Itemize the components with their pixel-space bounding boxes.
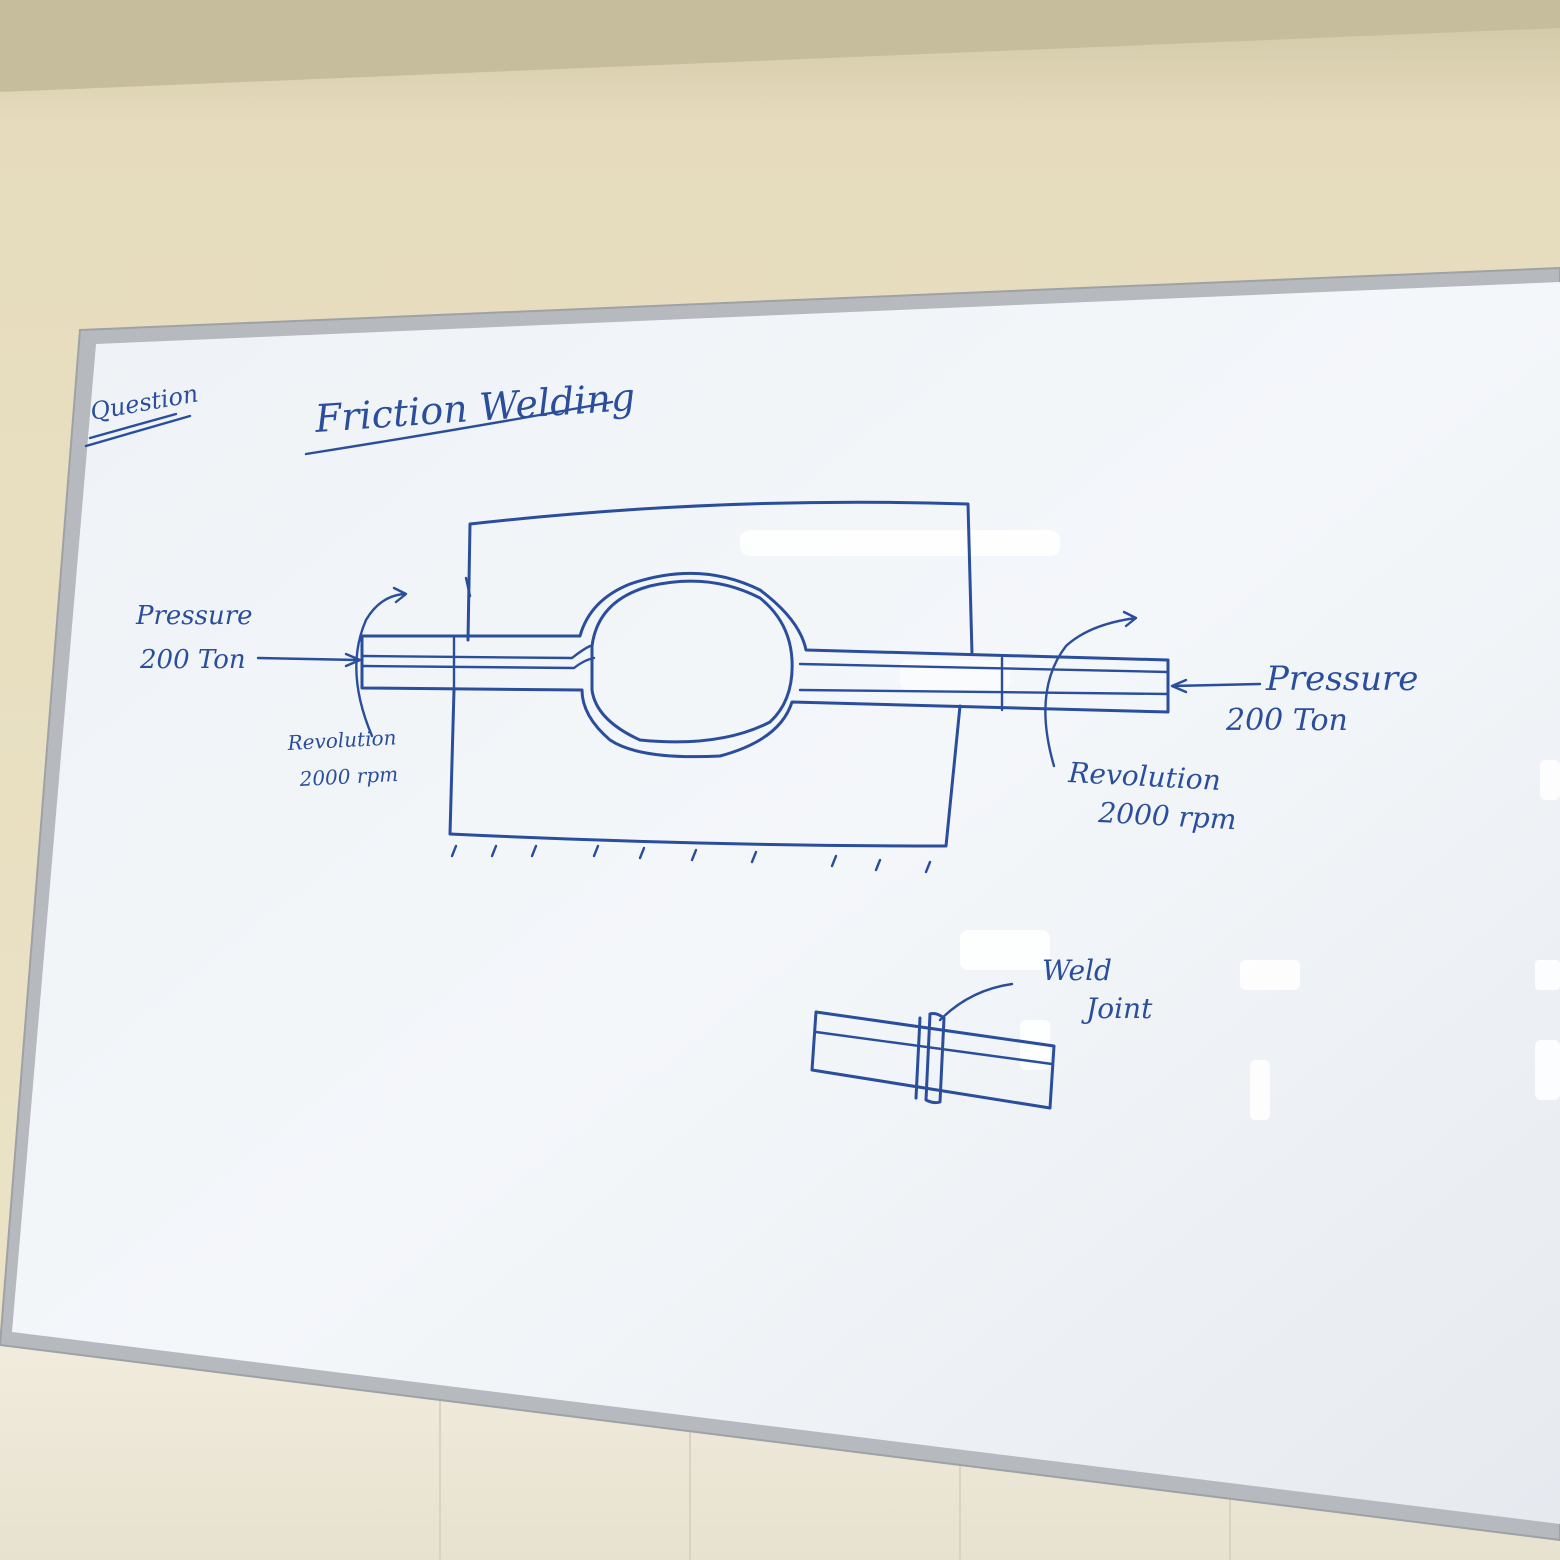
ground-hatch bbox=[450, 844, 932, 874]
left-revolution-label: Revolution bbox=[286, 725, 397, 755]
right-pressure-arrow bbox=[1170, 678, 1262, 694]
right-pressure-label: Pressure bbox=[1265, 659, 1418, 699]
left-rod-centerline bbox=[360, 644, 592, 660]
left-pressure-label: Pressure bbox=[135, 601, 253, 631]
weld-bead bbox=[914, 1012, 946, 1105]
right-revolution-value: 2000 rpm bbox=[1097, 796, 1238, 836]
lower-wall bbox=[0, 1340, 1560, 1560]
whiteboard-surface bbox=[12, 282, 1560, 1524]
question-underline bbox=[84, 412, 192, 448]
right-revolution-label: Revolution bbox=[1067, 756, 1222, 797]
left-pressure-arrow bbox=[256, 652, 362, 668]
weld-joint-sketch bbox=[810, 982, 1056, 1110]
left-pressure-value: 200 Ton bbox=[139, 645, 246, 675]
right-rotation-arrow bbox=[1044, 610, 1138, 768]
right-pressure-value: 200 Ton bbox=[1225, 703, 1348, 738]
weld-bar bbox=[810, 1010, 1056, 1110]
left-rotation-arrow bbox=[355, 586, 408, 738]
right-rod-lines bbox=[798, 662, 1170, 696]
title-underline bbox=[304, 400, 614, 456]
cavity bbox=[590, 579, 794, 744]
weld-label-line1: Weld bbox=[1042, 954, 1112, 987]
left-rod bbox=[360, 571, 1170, 759]
ceiling-shadow bbox=[0, 0, 1560, 92]
left-revolution-value: 2000 rpm bbox=[298, 762, 399, 791]
tile-grid bbox=[439, 1400, 1231, 1560]
die-diagram bbox=[256, 500, 1262, 874]
die-block bbox=[448, 500, 974, 848]
weld-leader-line bbox=[938, 982, 1014, 1022]
weld-label-line2: Joint bbox=[1081, 992, 1153, 1025]
